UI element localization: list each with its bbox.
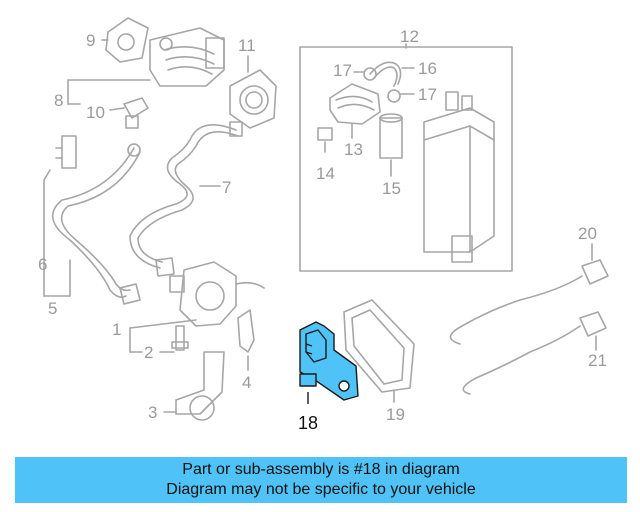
callout-11: 11 <box>238 36 256 55</box>
part-11-housing <box>229 55 277 129</box>
callout-10: 10 <box>86 103 105 122</box>
callout-17b: 17 <box>418 85 437 104</box>
callout-14: 14 <box>316 164 335 183</box>
part-14-fitting <box>317 127 333 153</box>
callout-18[interactable]: 18 <box>298 413 319 433</box>
part-9-gasket <box>101 17 149 63</box>
callout-20: 20 <box>578 224 597 243</box>
part-6-connector <box>43 135 77 297</box>
callout-8: 8 <box>54 91 64 110</box>
callout-21: 21 <box>588 351 607 370</box>
callout-4: 4 <box>242 373 252 392</box>
part-3-bracket <box>163 351 225 421</box>
callout-12: 12 <box>400 27 419 46</box>
part-17-clamps <box>353 67 415 103</box>
part-19-cover <box>343 299 415 403</box>
callout-2: 2 <box>144 343 154 362</box>
callout-7: 7 <box>222 178 232 197</box>
part-2-fitting <box>159 325 189 353</box>
callout-3: 3 <box>148 403 158 422</box>
part-10-sensor <box>67 97 149 129</box>
part-12-canister <box>423 91 495 263</box>
info-banner: Part or sub-assembly is #18 in diagram D… <box>15 457 627 503</box>
part-1-pump <box>129 261 265 353</box>
part-21-sensor <box>462 311 607 395</box>
banner-line-2: Diagram may not be specific to your vehi… <box>166 481 476 498</box>
banner-line-1: Part or sub-assembly is #18 in diagram <box>182 461 460 478</box>
callout-19: 19 <box>386 405 405 424</box>
callout-17a: 17 <box>333 61 352 80</box>
part-20-sensor <box>449 243 609 345</box>
callout-1: 1 <box>112 320 122 339</box>
part-5-hose <box>52 143 141 305</box>
group-12-frame <box>299 46 513 272</box>
callout-5: 5 <box>48 299 58 318</box>
part-16-hose <box>369 61 415 87</box>
part-8-valve <box>67 27 225 105</box>
part-15-valve <box>379 113 403 177</box>
part-7-hose <box>129 121 243 277</box>
callout-9: 9 <box>86 31 96 50</box>
callout-16: 16 <box>418 59 437 78</box>
part-18-highlighted[interactable] <box>299 321 359 404</box>
callout-6: 6 <box>38 255 48 274</box>
callout-13: 13 <box>344 140 363 159</box>
part-13-pump <box>329 83 381 139</box>
part-4-bracket <box>237 309 255 371</box>
callout-15: 15 <box>382 179 401 198</box>
